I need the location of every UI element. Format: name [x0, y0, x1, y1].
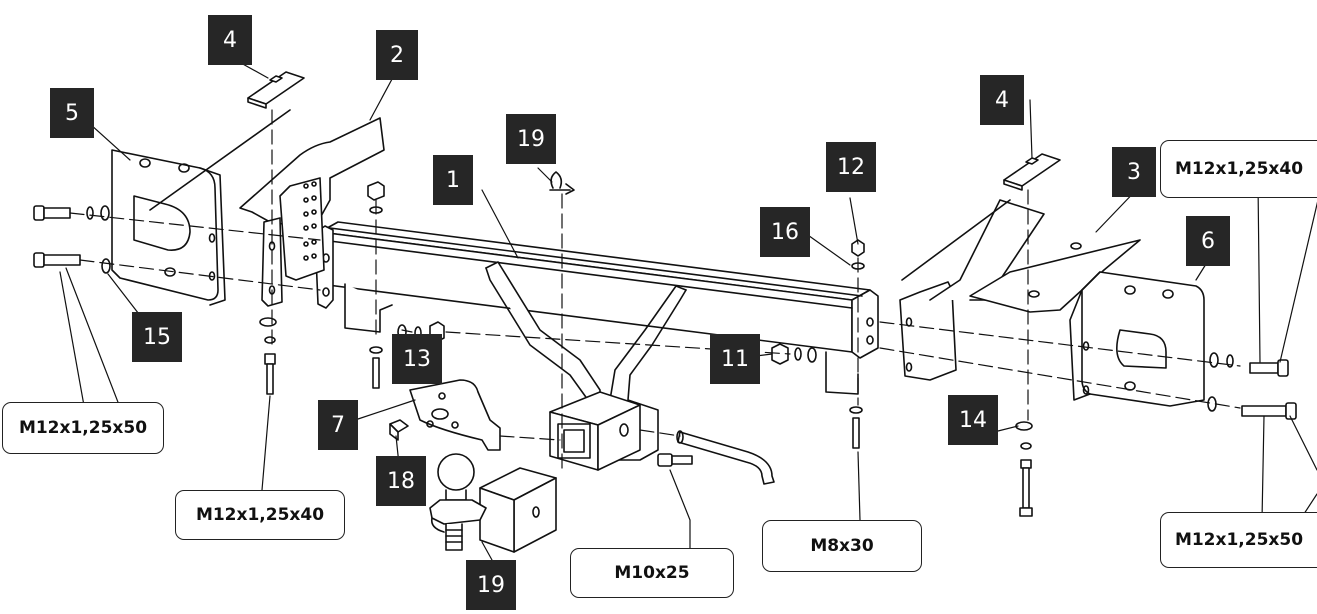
spec-label-m12x50-left: M12x1,25x50 [2, 402, 164, 454]
socket-bracket [389, 379, 501, 451]
bolt-right-lower [1207, 396, 1297, 420]
spec-label-m12x40-left: M12x1,25x40 [175, 490, 345, 540]
spec-label-m12x50-right: M12x1,25x50 [1160, 512, 1317, 568]
drawbar-bracket [485, 261, 687, 461]
receiver-tube [549, 391, 641, 471]
right-frame-bracket [899, 199, 1141, 381]
part-number-4-right: 4 [980, 75, 1024, 125]
part-number-3: 3 [1112, 147, 1156, 197]
hitch-pin [549, 171, 775, 485]
part-number-15: 15 [132, 312, 182, 362]
left-clamp-plate [149, 71, 305, 211]
spec-label-m10x25: M10x25 [570, 548, 734, 598]
part-number-11: 11 [710, 334, 760, 384]
left-side-plate [111, 149, 226, 306]
part-number-2: 2 [376, 30, 418, 80]
left-frame-bracket [239, 117, 385, 307]
part-number-19-bottom: 19 [466, 560, 516, 610]
bolt-left-lower [33, 252, 111, 274]
right-side-plate [1069, 271, 1205, 407]
part-number-12: 12 [826, 142, 876, 192]
bolt-stack-14 [1015, 421, 1033, 517]
part-number-14: 14 [948, 395, 998, 445]
bolt-stack-left [259, 317, 277, 395]
bolt-right-upper [1209, 352, 1289, 377]
part-number-4-left: 4 [208, 15, 252, 65]
part-number-19-top: 19 [506, 114, 556, 164]
part-number-7: 7 [318, 400, 358, 450]
bolt-m10 [657, 453, 693, 467]
part-number-1: 1 [433, 155, 473, 205]
spec-label-m12x40-right: M12x1,25x40 [1160, 140, 1317, 198]
right-clamp-plate [901, 153, 1061, 281]
part-number-13: 13 [392, 334, 442, 384]
bolt-stack-11 [771, 239, 865, 449]
ball-mount [429, 453, 557, 553]
part-number-16: 16 [760, 207, 810, 257]
part-number-5: 5 [50, 88, 94, 138]
part-number-18: 18 [376, 456, 426, 506]
part-number-6: 6 [1186, 216, 1230, 266]
spec-label-m8x30: M8x30 [762, 520, 922, 572]
